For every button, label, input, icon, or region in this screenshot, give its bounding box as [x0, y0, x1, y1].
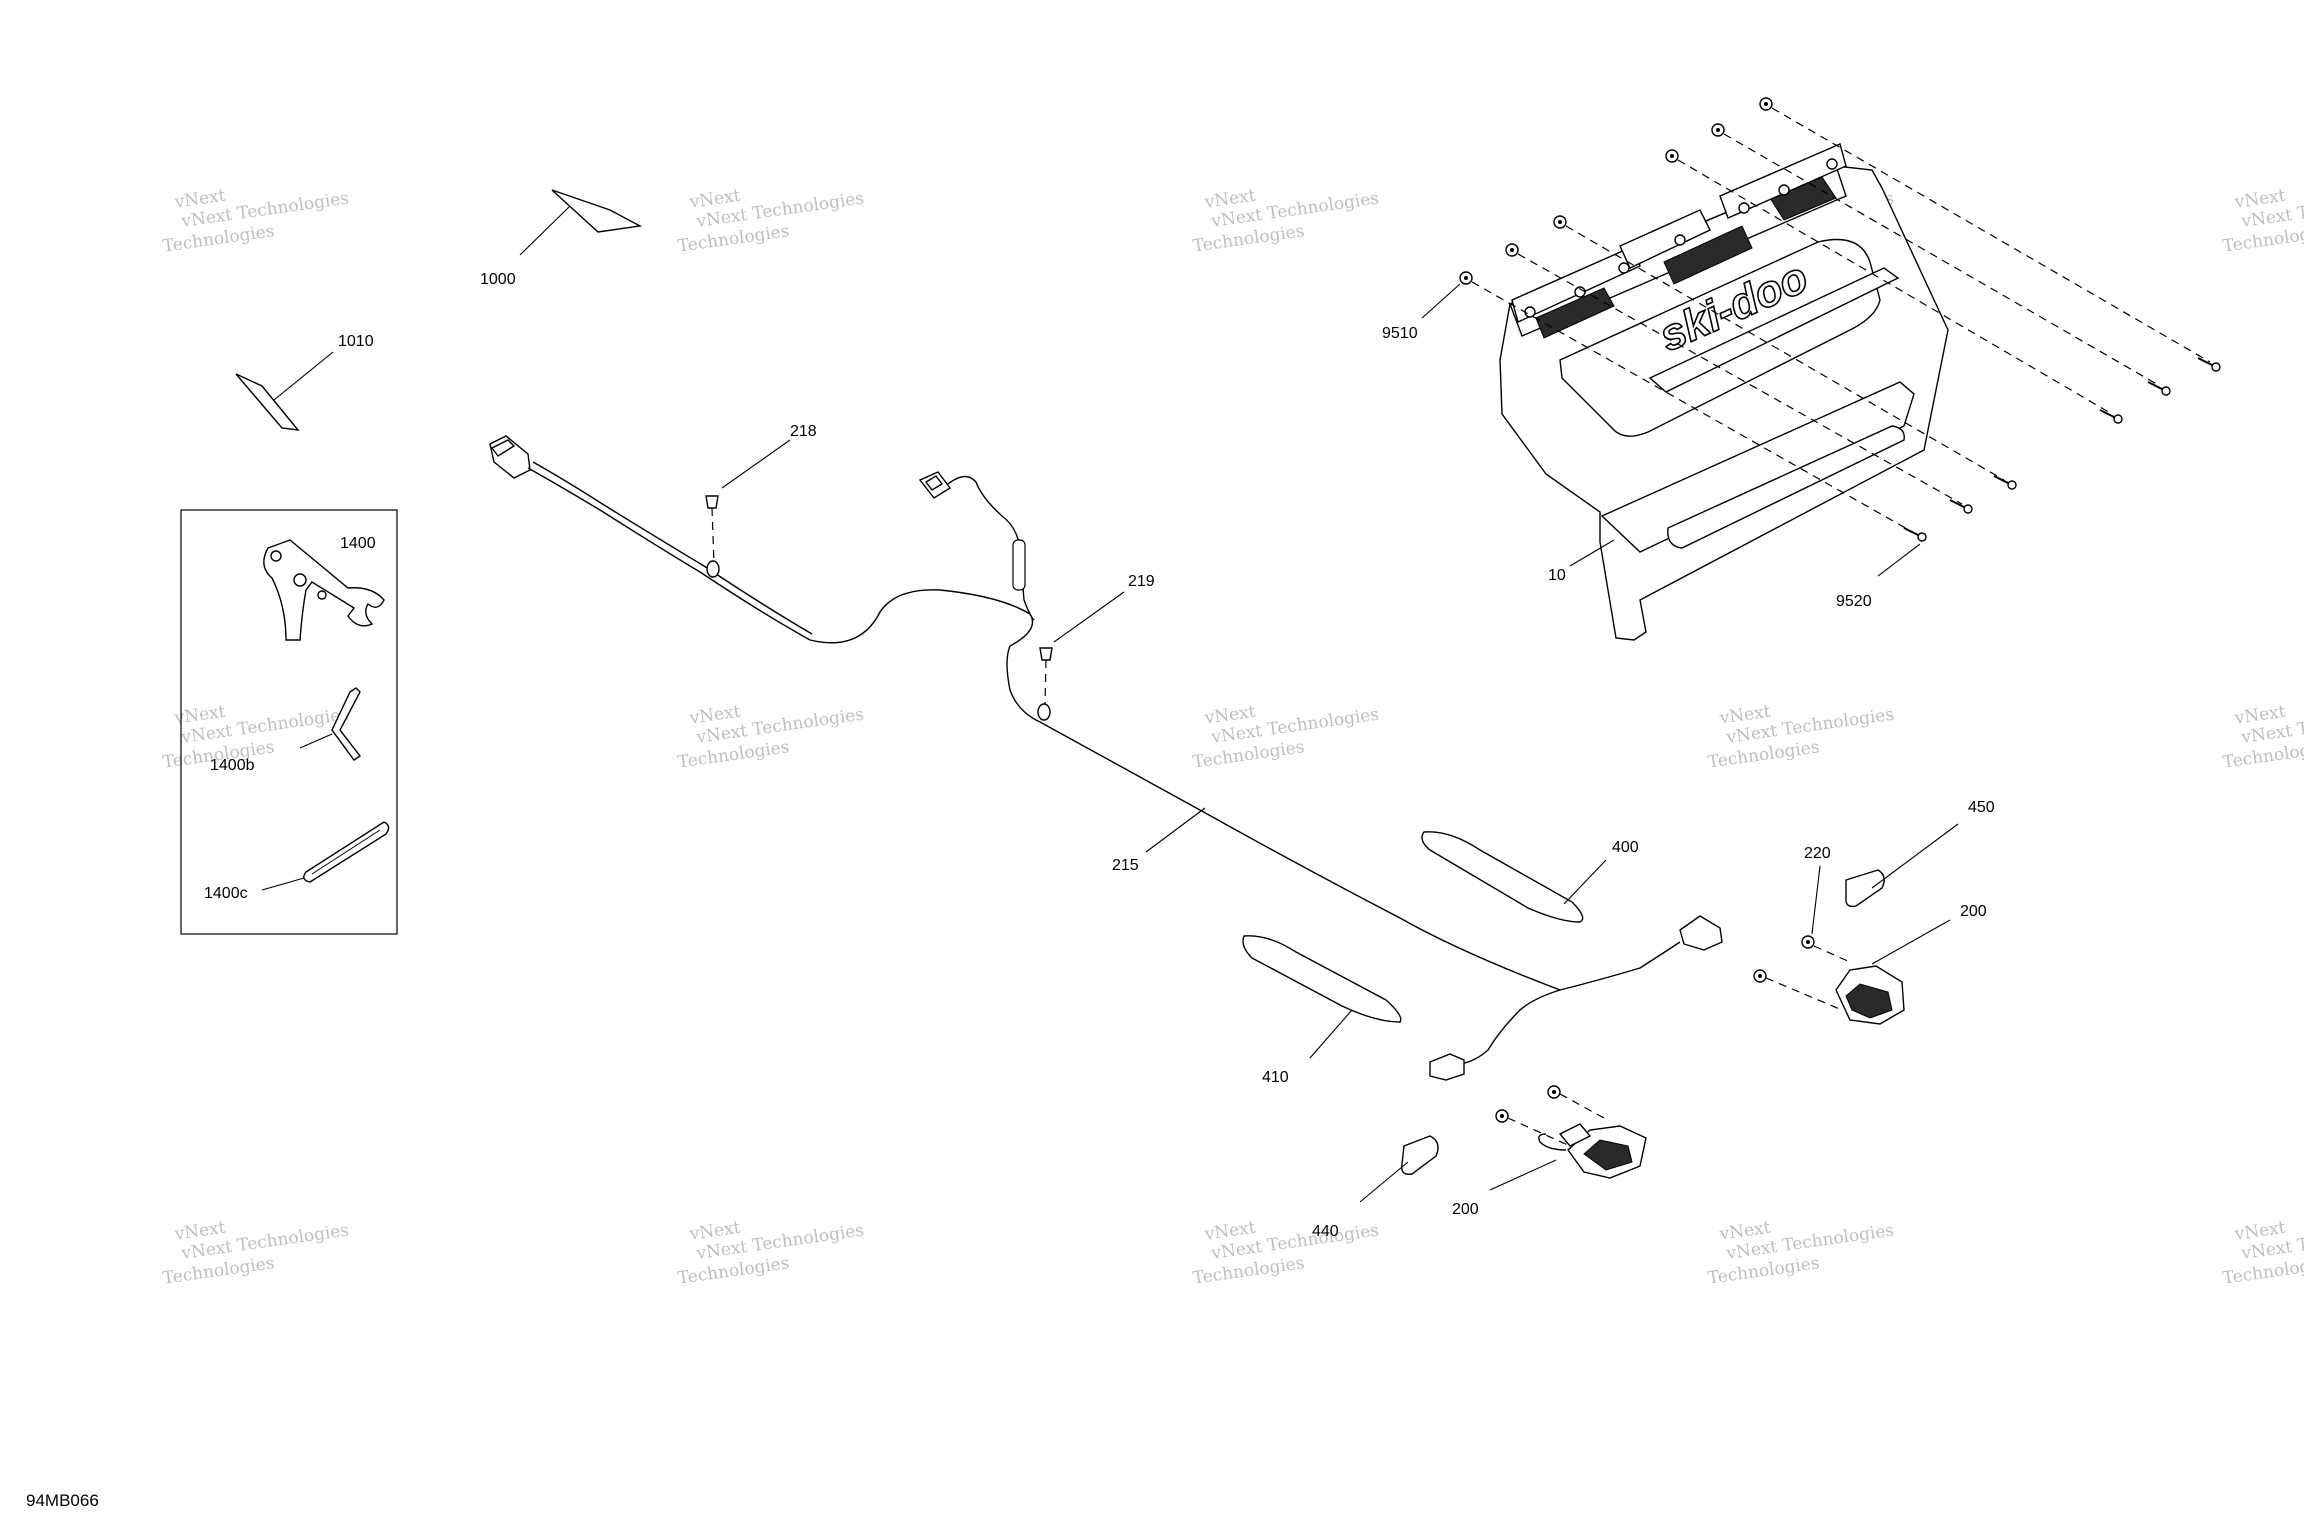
label-450: 450 — [1968, 799, 1995, 816]
clip-218[interactable]: 218 — [705, 423, 817, 565]
label-400: 400 — [1612, 839, 1639, 856]
clip-219[interactable]: 219 — [1039, 573, 1155, 705]
label-220: 220 — [1804, 845, 1831, 862]
decal-1000[interactable]: 1000 — [480, 189, 643, 288]
label-9520: 9520 — [1836, 593, 1872, 610]
label-1400: 1400 — [340, 535, 376, 552]
hex-key-1400b[interactable]: 1400b — [210, 687, 362, 774]
reflector-400[interactable]: 400 — [1421, 831, 1639, 923]
alignment-lines — [1471, 107, 2211, 535]
label-1000: 1000 — [480, 271, 516, 288]
decal-450[interactable]: 450 — [1845, 799, 1995, 908]
label-200-upper: 200 — [1960, 903, 1987, 920]
decal-440[interactable]: 440 — [1312, 1135, 1439, 1240]
diagram-code: 94MB066 — [26, 1491, 99, 1510]
light-200-upper[interactable]: 200 — [1753, 903, 1987, 1025]
nut-220[interactable]: 220 — [1801, 845, 1831, 949]
screws-9520[interactable]: 9520 — [1836, 357, 2221, 610]
label-1400b: 1400b — [210, 757, 255, 774]
label-10: 10 — [1548, 567, 1566, 584]
label-9510: 9510 — [1382, 325, 1418, 342]
panel-mounting-brackets — [1511, 143, 1847, 323]
reflector-410[interactable]: 410 — [1242, 935, 1402, 1086]
label-1010: 1010 — [338, 333, 374, 350]
label-219: 219 — [1128, 573, 1155, 590]
label-410: 410 — [1262, 1069, 1289, 1086]
light-200-lower[interactable]: 200 — [1452, 1085, 1647, 1218]
label-215: 215 — [1112, 857, 1139, 874]
rear-panel-10[interactable]: ski-doo 10 — [1499, 143, 1949, 641]
label-1400c: 1400c — [204, 885, 248, 902]
wrench-1400[interactable]: 1400 — [263, 535, 385, 641]
nuts-9510[interactable]: 9510 — [1382, 97, 1773, 342]
tool-kit-box: 1400 1400b 1400c — [180, 509, 398, 935]
strap-1400c[interactable]: 1400c — [204, 821, 390, 902]
label-440: 440 — [1312, 1223, 1339, 1240]
label-200-lower: 200 — [1452, 1201, 1479, 1218]
decal-1010[interactable]: 1010 — [235, 333, 374, 431]
wiring-harness-215[interactable]: 215 — [489, 435, 1723, 1081]
label-218: 218 — [790, 423, 817, 440]
